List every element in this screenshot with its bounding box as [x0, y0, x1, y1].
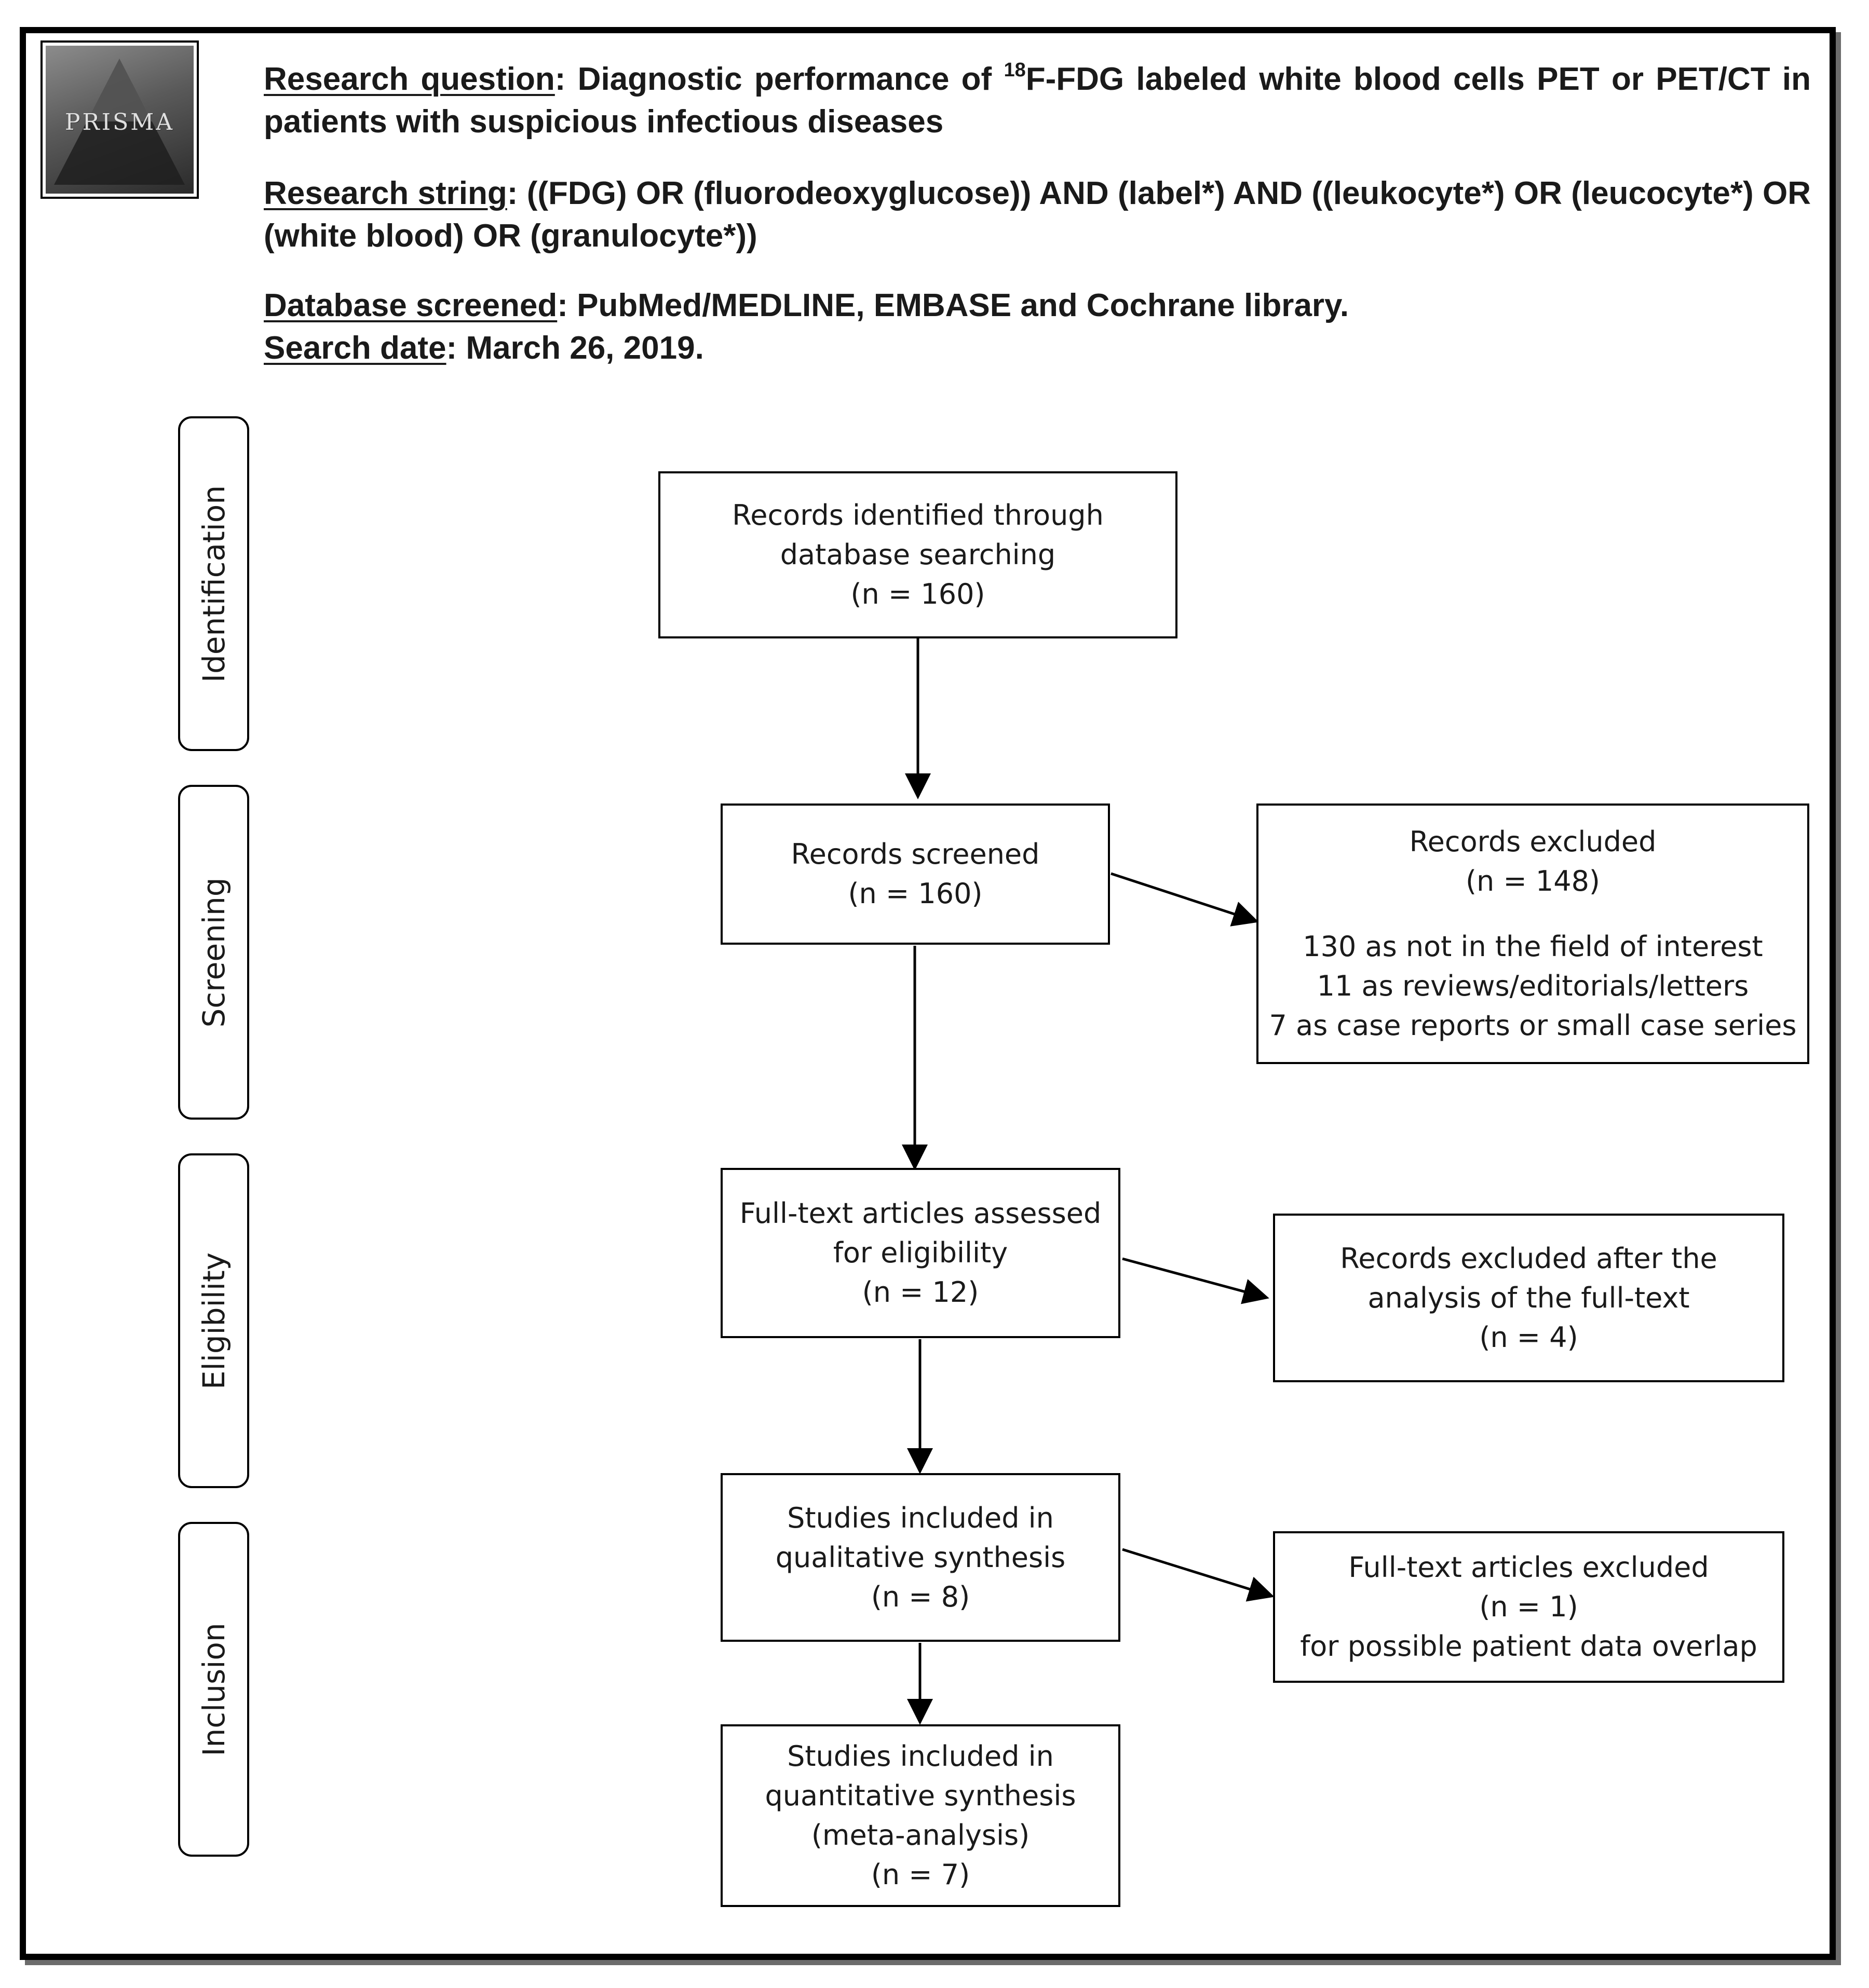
- research-question: Research question: Diagnostic performanc…: [264, 58, 1811, 143]
- database-screened-label: Database screened: [264, 288, 558, 323]
- box-line: Full-text articles excluded: [1348, 1551, 1709, 1584]
- arrow-qualitative-to-excluded-overlap: [1122, 1548, 1275, 1602]
- box-records-screened: Records screened (n = 160): [721, 804, 1110, 945]
- box-count: (n = 4): [1479, 1320, 1578, 1354]
- search-date: Search date: March 26, 2019.: [264, 327, 1811, 370]
- box-spacer: [1269, 901, 1796, 927]
- box-line: for possible patient data overlap: [1300, 1630, 1757, 1663]
- box-excluded-after-fulltext-text: Records excluded after the analysis of t…: [1340, 1239, 1717, 1357]
- box-excluded-overlap-text: Full-text articles excluded (n = 1) for …: [1300, 1548, 1757, 1666]
- box-records-identified: Records identified through database sear…: [658, 471, 1177, 638]
- box-fulltext-assessed: Full-text articles assessed for eligibil…: [721, 1168, 1120, 1338]
- prisma-triangle-icon: [54, 59, 185, 185]
- box-count: (n = 12): [862, 1276, 979, 1309]
- box-line: Studies included in: [787, 1740, 1054, 1773]
- box-count: (n = 160): [848, 877, 983, 910]
- database-screened-text: : PubMed/MEDLINE, EMBASE and Cochrane li…: [557, 288, 1349, 323]
- box-qualitative-synthesis-text: Studies included in qualitative synthesi…: [776, 1499, 1066, 1617]
- research-question-text-b: F-FDG labeled white blood cells PET or P…: [264, 61, 1811, 140]
- box-quantitative-synthesis: Studies included in quantitative synthes…: [721, 1724, 1120, 1907]
- research-question-text-a: : Diagnostic performance of: [554, 61, 1004, 97]
- box-line: (meta-analysis): [811, 1819, 1030, 1851]
- box-records-screened-text: Records screened (n = 160): [791, 835, 1040, 914]
- research-string-label: Research string: [264, 175, 507, 211]
- box-fulltext-assessed-text: Full-text articles assessed for eligibil…: [740, 1194, 1102, 1312]
- phase-identification: Identification: [178, 416, 249, 751]
- exclusion-reason: 7 as case reports or small case series: [1269, 1009, 1797, 1042]
- database-screened: Database screened: PubMed/MEDLINE, EMBAS…: [264, 284, 1811, 327]
- box-line: Studies included in: [787, 1501, 1054, 1534]
- research-string-text: : ((FDG) OR (fluorodeoxyglucose)) AND (l…: [264, 175, 1811, 254]
- exclusion-reason: 11 as reviews/editorials/letters: [1317, 970, 1749, 1002]
- prisma-logo-image: PRISMA: [46, 46, 194, 194]
- prisma-logo: PRISMA: [40, 40, 199, 199]
- box-quantitative-synthesis-text: Studies included in quantitative synthes…: [765, 1737, 1076, 1895]
- search-date-label: Search date: [264, 330, 446, 366]
- search-date-text: : March 26, 2019.: [446, 330, 704, 366]
- arrow-fulltext-to-excluded-fulltext: [1122, 1257, 1269, 1304]
- box-line: Records excluded: [1409, 825, 1657, 858]
- box-excluded-after-fulltext: Records excluded after the analysis of t…: [1273, 1214, 1784, 1382]
- box-line: Full-text articles assessed: [739, 1197, 1102, 1230]
- box-line: for eligibility: [833, 1236, 1008, 1269]
- box-qualitative-synthesis: Studies included in qualitative synthesi…: [721, 1473, 1120, 1642]
- box-line: Records excluded after the: [1340, 1242, 1717, 1275]
- prisma-logo-text: PRISMA: [64, 109, 175, 135]
- box-line: qualitative synthesis: [775, 1541, 1066, 1574]
- box-line: quantitative synthesis: [765, 1779, 1076, 1812]
- box-records-excluded-text: Records excluded (n = 148) 130 as not in…: [1269, 822, 1796, 1045]
- box-count: (n = 160): [850, 578, 985, 610]
- box-line: Records screened: [791, 838, 1040, 870]
- box-count: (n = 148): [1465, 865, 1600, 897]
- research-string: Research string: ((FDG) OR (fluorodeoxyg…: [264, 172, 1811, 257]
- box-count: (n = 7): [871, 1858, 970, 1891]
- box-count: (n = 8): [871, 1580, 970, 1613]
- box-line: Records identified through: [732, 499, 1104, 532]
- research-question-label: Research question: [264, 61, 555, 97]
- box-records-excluded: Records excluded (n = 148) 130 as not in…: [1256, 804, 1809, 1064]
- phase-eligibility: Eligibility: [178, 1153, 249, 1488]
- box-count: (n = 1): [1479, 1590, 1578, 1623]
- box-line: database searching: [780, 538, 1056, 571]
- box-records-identified-text: Records identified through database sear…: [732, 496, 1104, 614]
- arrow-screened-to-excluded: [1110, 872, 1259, 927]
- exclusion-reason: 130 as not in the field of interest: [1303, 930, 1763, 963]
- isotope-superscript: 18: [1004, 59, 1026, 81]
- box-line: analysis of the full-text: [1367, 1281, 1690, 1314]
- phase-screening: Screening: [178, 785, 249, 1120]
- phase-inclusion: Inclusion: [178, 1522, 249, 1857]
- box-excluded-overlap: Full-text articles excluded (n = 1) for …: [1273, 1531, 1784, 1683]
